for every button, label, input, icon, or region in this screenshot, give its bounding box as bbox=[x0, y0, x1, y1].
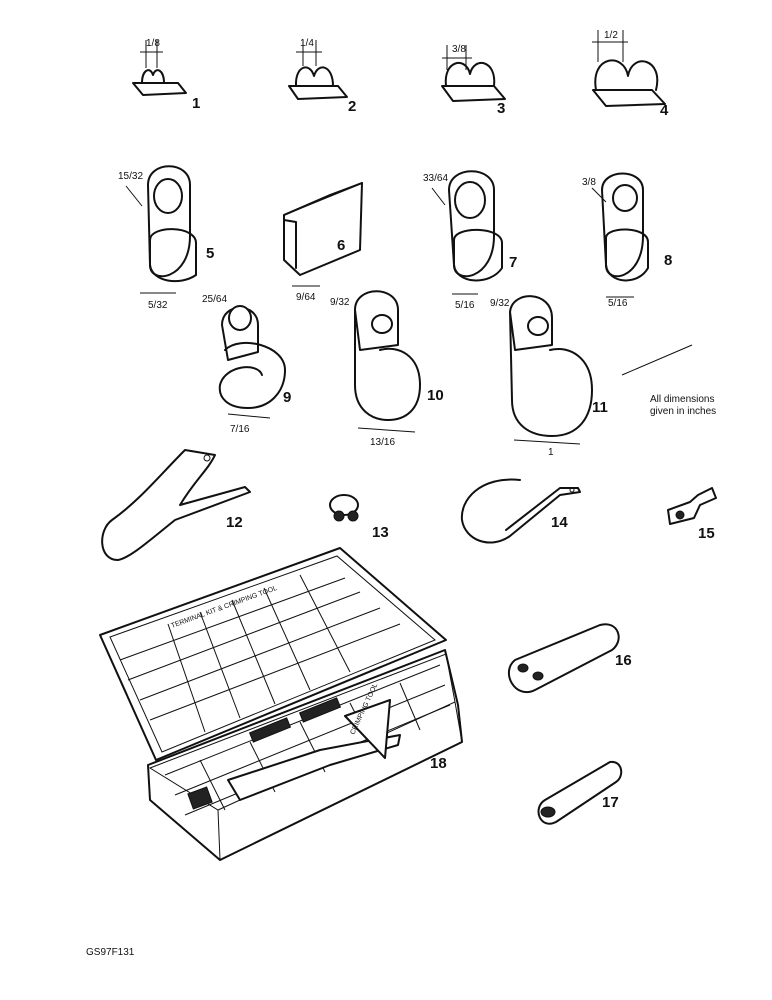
part-5-hole-dimension: 15/32 bbox=[118, 171, 143, 182]
part-number-9: 9 bbox=[283, 389, 291, 406]
part-number-3: 3 bbox=[497, 100, 505, 117]
strap-12 bbox=[101, 449, 251, 561]
part-7-width-dimension: 5/16 bbox=[455, 300, 475, 311]
clip-2-dimension: 1/4 bbox=[300, 38, 314, 49]
terminal-kit-box-18 bbox=[99, 547, 463, 861]
part-8-hole-dimension: 3/8 bbox=[582, 177, 596, 188]
clip-6 bbox=[283, 182, 363, 287]
part-number-17: 17 bbox=[602, 794, 619, 811]
part-9-hole-dimension: 25/64 bbox=[202, 294, 227, 305]
part-11-hole-dimension: 9/32 bbox=[490, 298, 510, 309]
part-number-2: 2 bbox=[348, 98, 356, 115]
p-clip-7 bbox=[431, 170, 503, 295]
part-11-width-dimension: 1 bbox=[548, 447, 554, 458]
part-number-4: 4 bbox=[660, 102, 669, 119]
strap-14 bbox=[460, 478, 581, 544]
part-5-width-dimension: 5/32 bbox=[148, 300, 168, 311]
part-number-1: 1 bbox=[192, 95, 200, 112]
clip-1-dimension: 1/8 bbox=[146, 38, 160, 49]
clip-3-dimension: 3/8 bbox=[452, 44, 466, 55]
clip-2 bbox=[288, 40, 348, 100]
part-10-hole-dimension: 9/32 bbox=[330, 297, 350, 308]
p-clip-9 bbox=[218, 305, 286, 419]
clip-4-dimension: 1/2 bbox=[604, 30, 618, 41]
drawing-reference: GS97F131 bbox=[86, 947, 135, 958]
part-number-8: 8 bbox=[664, 252, 672, 269]
p-clip-8 bbox=[591, 172, 649, 298]
dimensions-note-line-2: given in inches bbox=[650, 406, 716, 417]
part-8-width-dimension: 5/16 bbox=[608, 298, 628, 309]
p-clip-5 bbox=[125, 165, 197, 294]
p-clip-11 bbox=[509, 295, 593, 445]
note-leader-line bbox=[621, 344, 693, 376]
part-number-15: 15 bbox=[698, 525, 715, 542]
part-10-width-dimension: 13/16 bbox=[370, 437, 395, 448]
part-7-hole-dimension: 33/64 bbox=[423, 173, 448, 184]
clip-4 bbox=[592, 30, 666, 107]
part-number-14: 14 bbox=[551, 514, 568, 531]
part-number-12: 12 bbox=[226, 514, 243, 531]
part-number-7: 7 bbox=[509, 254, 517, 271]
dimensions-note-line-1: All dimensions bbox=[650, 394, 714, 405]
part-number-10: 10 bbox=[427, 387, 444, 404]
p-clip-10 bbox=[354, 290, 421, 433]
part-number-11: 11 bbox=[592, 399, 608, 416]
sleeve-17 bbox=[537, 760, 623, 825]
grommet-13 bbox=[329, 494, 359, 522]
part-number-6: 6 bbox=[337, 237, 345, 254]
part-number-13: 13 bbox=[372, 524, 389, 541]
part-9-width-dimension: 7/16 bbox=[230, 424, 250, 435]
part-number-16: 16 bbox=[615, 652, 632, 669]
part-number-18: 18 bbox=[430, 755, 447, 772]
terminal-15 bbox=[667, 487, 717, 525]
part-number-5: 5 bbox=[206, 245, 214, 262]
part-6-dimension: 9/64 bbox=[296, 292, 316, 303]
clip-1 bbox=[132, 40, 187, 96]
clip-3 bbox=[441, 45, 506, 102]
sleeve-16 bbox=[508, 623, 620, 693]
